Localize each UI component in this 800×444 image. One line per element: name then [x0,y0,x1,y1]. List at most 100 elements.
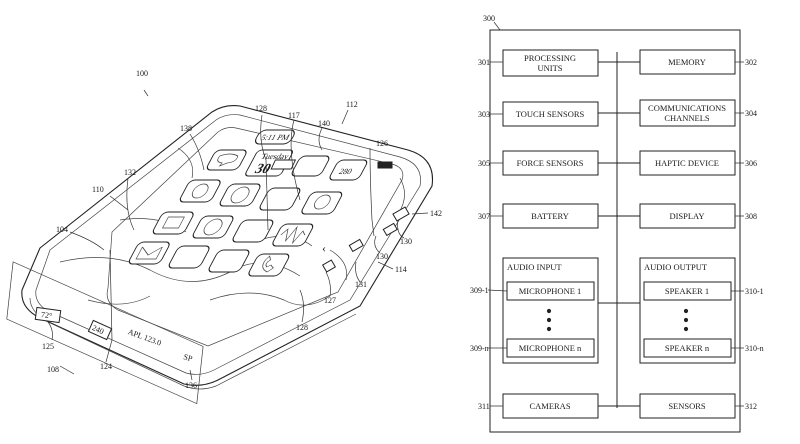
weather-app-icon[interactable] [300,191,344,215]
edge-value-box [87,319,113,341]
edge-control[interactable] [321,259,337,273]
device-outer-body [21,105,434,386]
force-sensors-block [502,150,599,176]
display-label: DISPLAY [669,211,704,221]
edge-chevron-icon[interactable]: ‹ [322,241,326,255]
ref-308: 308 [745,212,757,221]
ref-140: 140 [318,119,330,128]
phone-app-icon[interactable] [247,253,291,277]
processing-units-block [502,49,599,77]
audio-input-label: AUDIO INPUT [507,262,562,272]
messages-app-icon[interactable] [205,149,248,171]
system-bus [598,52,640,408]
appstore-app-icon[interactable] [218,183,262,207]
ref-304: 304 [745,109,757,118]
ref-303: 303 [478,110,490,119]
ellipsis-dot [683,317,689,323]
clock-app-icon[interactable] [178,179,222,203]
news-app-icon[interactable] [290,155,331,177]
microphone-n-label: MICROPHONE n [519,343,582,353]
communications-channels-block [639,99,736,127]
photos-app-icon[interactable] [231,219,275,243]
ref-309-n: 309-n [470,344,489,353]
block-diagram: 300 PROCESSING UNITS TOUCH SENSORS FORCE… [470,14,764,433]
microphone-1-label: MICROPHONE 1 [519,286,582,296]
device-screen [106,127,404,347]
system-frame [489,29,741,433]
music-app-icon[interactable] [191,215,235,239]
ref-302: 302 [745,58,757,67]
processing-units-line2: UNITS [537,63,562,73]
edge-temp-box [34,306,62,324]
stocks-app-icon[interactable] [328,159,369,181]
time-bubble [255,129,295,145]
haptic-device-block [639,150,736,176]
ref-110: 110 [92,185,104,194]
audio-output-label: AUDIO OUTPUT [644,262,708,272]
communications-line2: CHANNELS [664,113,710,123]
app-icon-grid: Tuesday 30 5:11 PM 280 [127,129,369,277]
settings-app-icon[interactable] [167,245,211,269]
touch-sensors-label: TOUCH SENSORS [516,109,585,119]
ref-132: 132 [124,168,136,177]
edge-value-240: 240 [91,323,106,336]
battery-status-icon [270,159,297,170]
glass-reflection [59,218,331,306]
device-illustration: Tuesday 30 5:11 PM 280 [6,69,442,405]
voice-memo-app-icon[interactable] [271,223,315,247]
ellipsis-dot [683,308,689,314]
camera-app-icon[interactable] [258,187,302,211]
ref-112: 112 [346,100,358,109]
haptic-device-label: HAPTIC DEVICE [655,158,719,168]
ref-300: 300 [483,14,495,23]
ellipsis-dot [546,326,552,332]
edge-sp: SP [182,352,194,363]
ref-138: 138 [180,124,192,133]
ref-104: 104 [56,225,68,234]
calendar-day-label: Tuesday [259,152,291,161]
ref-100: 100 [136,69,148,78]
side-button-2[interactable] [382,222,398,237]
device-bottom-edge [29,297,357,390]
ref-127: 127 [324,296,336,305]
ref-130-upper: 130 [400,237,412,246]
ref-136: 136 [185,381,197,390]
side-button-3[interactable] [348,238,364,253]
ellipsis-dot [546,308,552,314]
stocks-value: 280 [337,167,354,176]
ref-309-1: 309-1 [470,286,489,295]
ref-311: 311 [478,402,490,411]
communications-line1: COMMUNICATIONS [648,103,726,113]
ref-307: 307 [478,212,490,221]
edge-ticker: APL 123.0 [127,327,163,347]
ref-125: 125 [42,342,54,351]
ref-142: 142 [430,209,442,218]
ref-306: 306 [745,159,757,168]
memory-label: MEMORY [668,57,706,67]
ref-117: 117 [288,111,300,120]
mail-app-icon[interactable] [127,241,171,265]
side-button-1[interactable] [392,206,410,222]
force-sensors-label: FORCE SENSORS [517,158,584,168]
ref-312: 312 [745,402,757,411]
ref-126: 126 [376,139,388,148]
ref-131: 131 [355,280,367,289]
ref-108: 108 [47,365,59,374]
ref-310-1: 310-1 [745,287,764,296]
signal-status-icon [377,161,393,169]
ellipsis-dot [683,326,689,332]
battery-label: BATTERY [531,211,569,221]
ellipsis-dot [546,317,552,323]
cameras-label: CAMERAS [529,401,570,411]
ref-124: 124 [100,362,112,371]
ref-114: 114 [395,265,407,274]
status-time: 5:11 PM [259,133,292,142]
speaker-1-label: SPEAKER 1 [665,286,709,296]
notes-app-icon[interactable] [207,249,251,273]
speaker-n-label: SPEAKER n [665,343,710,353]
edge-temperature: 72° [40,310,52,320]
processing-units-line1: PROCESSING [524,53,576,63]
ref-130-lower: 130 [376,252,388,261]
tv-app-icon[interactable] [151,211,195,235]
